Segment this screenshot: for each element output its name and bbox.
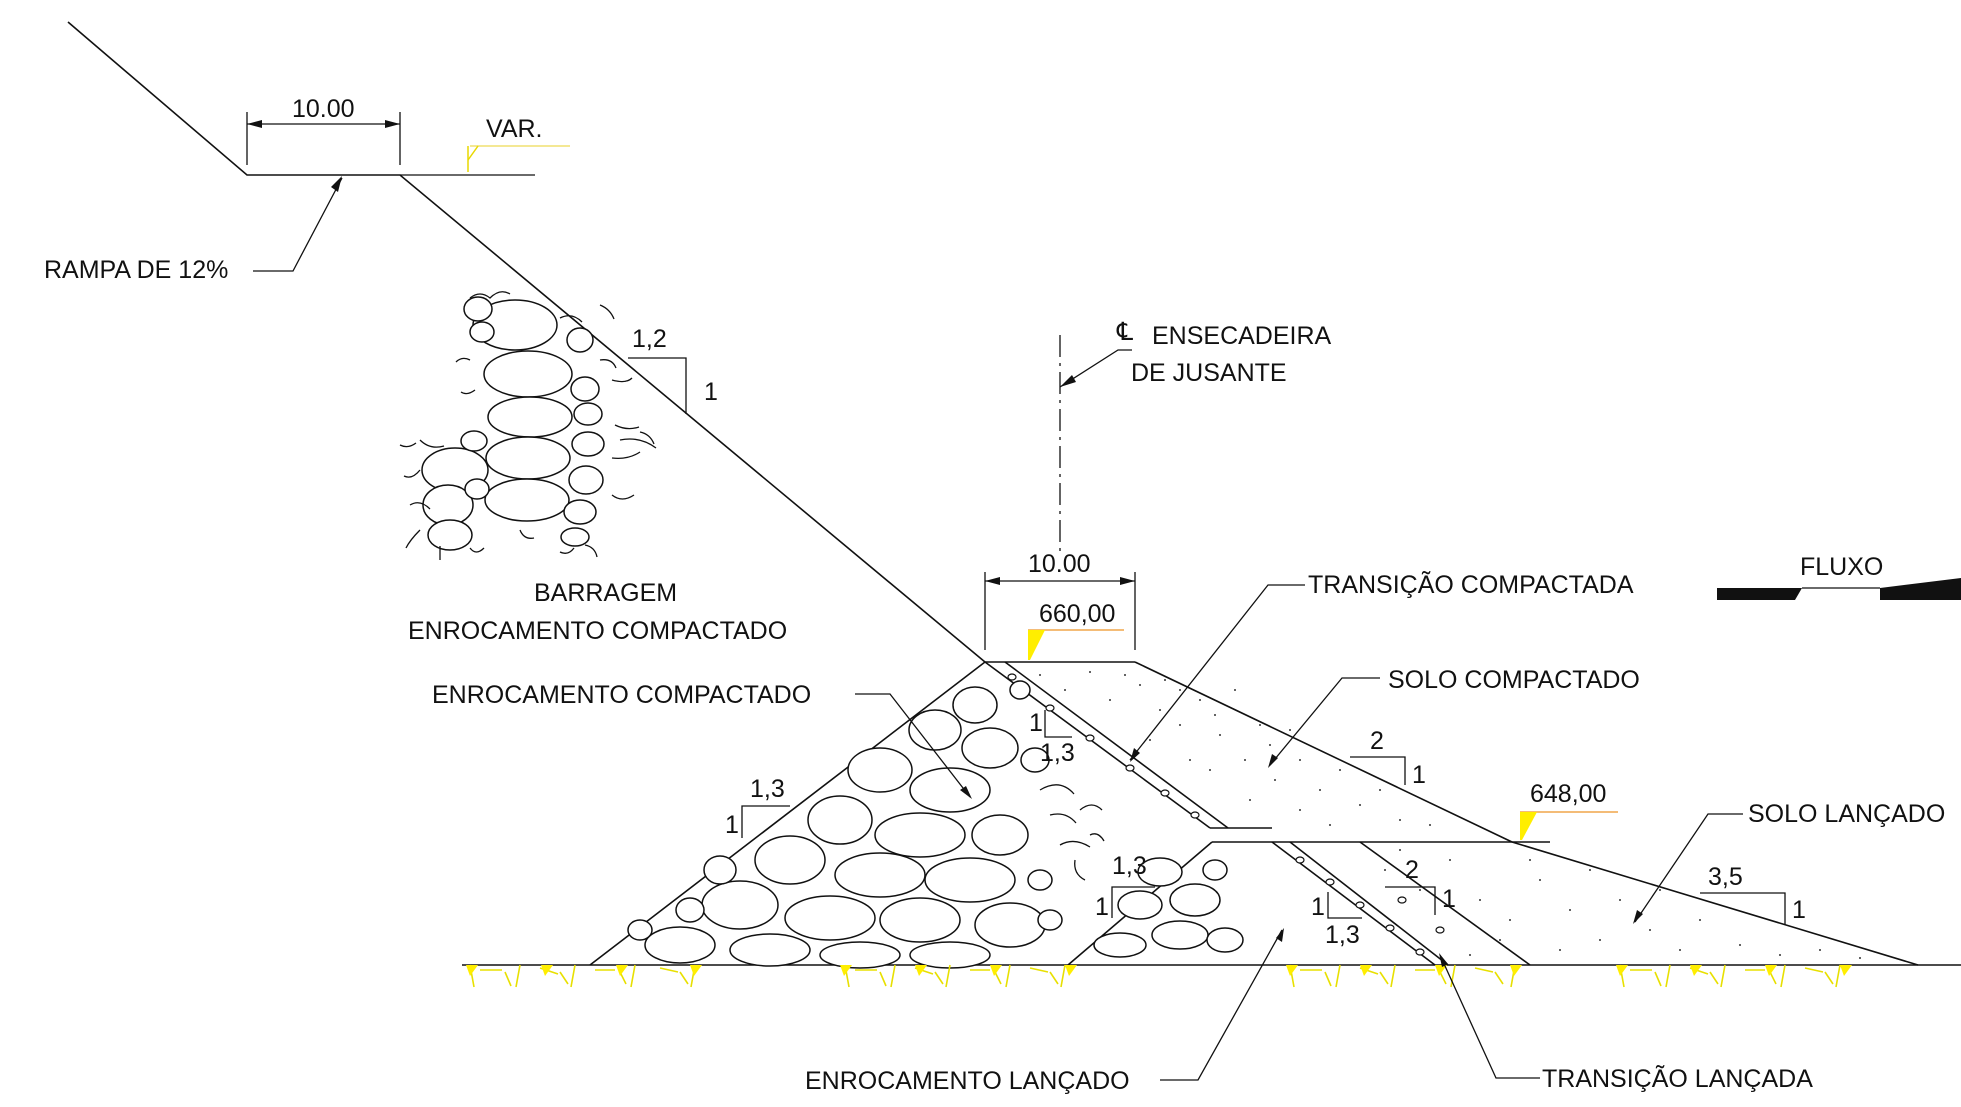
top-width-label: 10.00 (292, 95, 355, 123)
centerline-label-1: ENSECADEIRA (1152, 322, 1332, 350)
crest-width-dimension (984, 572, 1136, 650)
flow-arrow (1717, 578, 1961, 600)
var-label: VAR. (486, 115, 543, 143)
lower2-slope-h-label: 2 (1405, 856, 1419, 884)
main-slope-h-label: 1,2 (632, 325, 667, 353)
crest-width-label: 10.00 (1028, 550, 1091, 578)
leader-transicao-compactada (1129, 584, 1305, 762)
rockfill-pattern-barragem (399, 291, 657, 560)
crest-elevation-label: 660,00 (1039, 600, 1115, 628)
leader-enrocamento-compactado (855, 693, 972, 799)
toe-slope-h-label: 3,5 (1708, 863, 1743, 891)
core-slope-v-label: 1 (1029, 709, 1043, 737)
main-slope-ratio-marker (628, 357, 687, 414)
trans-slope-v-label: 1 (1311, 893, 1325, 921)
top-width-dimension (246, 112, 401, 165)
barragem-label-2: ENROCAMENTO COMPACTADO (408, 617, 787, 645)
leader-solo-compactado (1268, 677, 1380, 768)
left-slope-h-label: 1,3 (750, 775, 785, 803)
centerline-symbol: ℄ (1116, 318, 1133, 346)
centerline (1059, 335, 1132, 555)
rockfill-pattern-cofferdam (627, 680, 1244, 969)
lower-slope-v-label: 1 (1095, 893, 1109, 921)
transicao-lancada-label: TRANSIÇÃO LANÇADA (1542, 1064, 1813, 1093)
trans-slope-h-label: 1,3 (1325, 921, 1360, 949)
centerline-label-2: DE JUSANTE (1131, 359, 1287, 387)
fluxo-label: FLUXO (1800, 553, 1883, 581)
ground-hatch (469, 964, 1841, 988)
ground-hatch-ticks (466, 965, 1852, 976)
toe-slope-ratio-marker (1700, 892, 1786, 925)
rampa-label: RAMPA DE 12% (44, 256, 228, 284)
left-slope-v-label: 1 (725, 811, 739, 839)
main-slope-v-label: 1 (704, 378, 718, 406)
soil-stipple (1039, 671, 1861, 959)
berm-elevation-marker (1520, 811, 1618, 840)
toe-slope-v-label: 1 (1792, 896, 1806, 924)
rampa-leader (253, 176, 343, 272)
lower2-slope-v-label: 1 (1442, 885, 1456, 913)
leader-transicao-lancada (1439, 953, 1540, 1079)
solo-lancado-label: SOLO LANÇADO (1748, 800, 1945, 828)
var-elevation-marker (467, 145, 570, 172)
barragem-label-1: BARRAGEM (534, 579, 677, 607)
solo-compactado-label: SOLO COMPACTADO (1388, 666, 1640, 694)
leader-enrocamento-lancado (1160, 928, 1284, 1081)
main-dam-slope (67, 21, 986, 663)
crest-elevation-marker (1028, 629, 1124, 660)
solo-slope-ratio-marker (1350, 756, 1406, 785)
transition-pebbles (1007, 673, 1445, 956)
transicao-compactada-label: TRANSIÇÃO COMPACTADA (1308, 570, 1634, 599)
enrocamento-compactado-label: ENROCAMENTO COMPACTADO (432, 681, 811, 709)
left-slope-ratio-marker (741, 805, 790, 838)
lower-slope-h-label: 1,3 (1112, 852, 1147, 880)
lower-slope-ratio-marker (1111, 886, 1155, 918)
enrocamento-lancado-label: ENROCAMENTO LANÇADO (805, 1067, 1130, 1095)
berm-elevation-label: 648,00 (1530, 780, 1606, 808)
trans-slope-ratio-marker (1327, 892, 1362, 919)
core-slope-ratio-marker (1044, 710, 1072, 738)
lower2-slope-ratio-marker (1385, 886, 1436, 915)
core-slope-h-label: 1,3 (1040, 739, 1075, 767)
leader-solo-lancado (1633, 813, 1743, 924)
solo-slope-v-label: 1 (1412, 761, 1426, 789)
solo-slope-h-label: 2 (1370, 727, 1384, 755)
